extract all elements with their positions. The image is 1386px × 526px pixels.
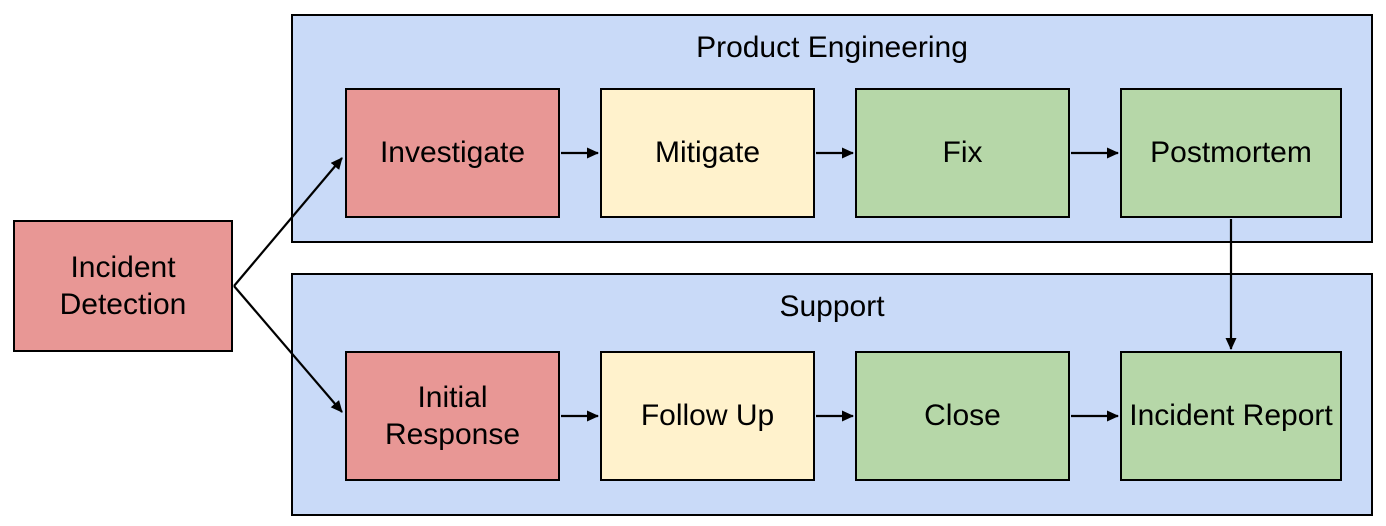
node-mitigate: Mitigate — [600, 88, 815, 218]
node-postmortem: Postmortem — [1120, 88, 1342, 218]
node-investigate: Investigate — [345, 88, 560, 218]
container-title-support: Support — [779, 290, 885, 323]
container-title-product-engineering: Product Engineering — [696, 31, 968, 64]
node-initial-response: Initial Response — [345, 351, 560, 481]
node-fix: Fix — [855, 88, 1070, 218]
node-close: Close — [855, 351, 1070, 481]
node-incident-detection: Incident Detection — [13, 220, 233, 352]
node-follow-up: Follow Up — [600, 351, 815, 481]
node-incident-report: Incident Report — [1120, 351, 1342, 481]
